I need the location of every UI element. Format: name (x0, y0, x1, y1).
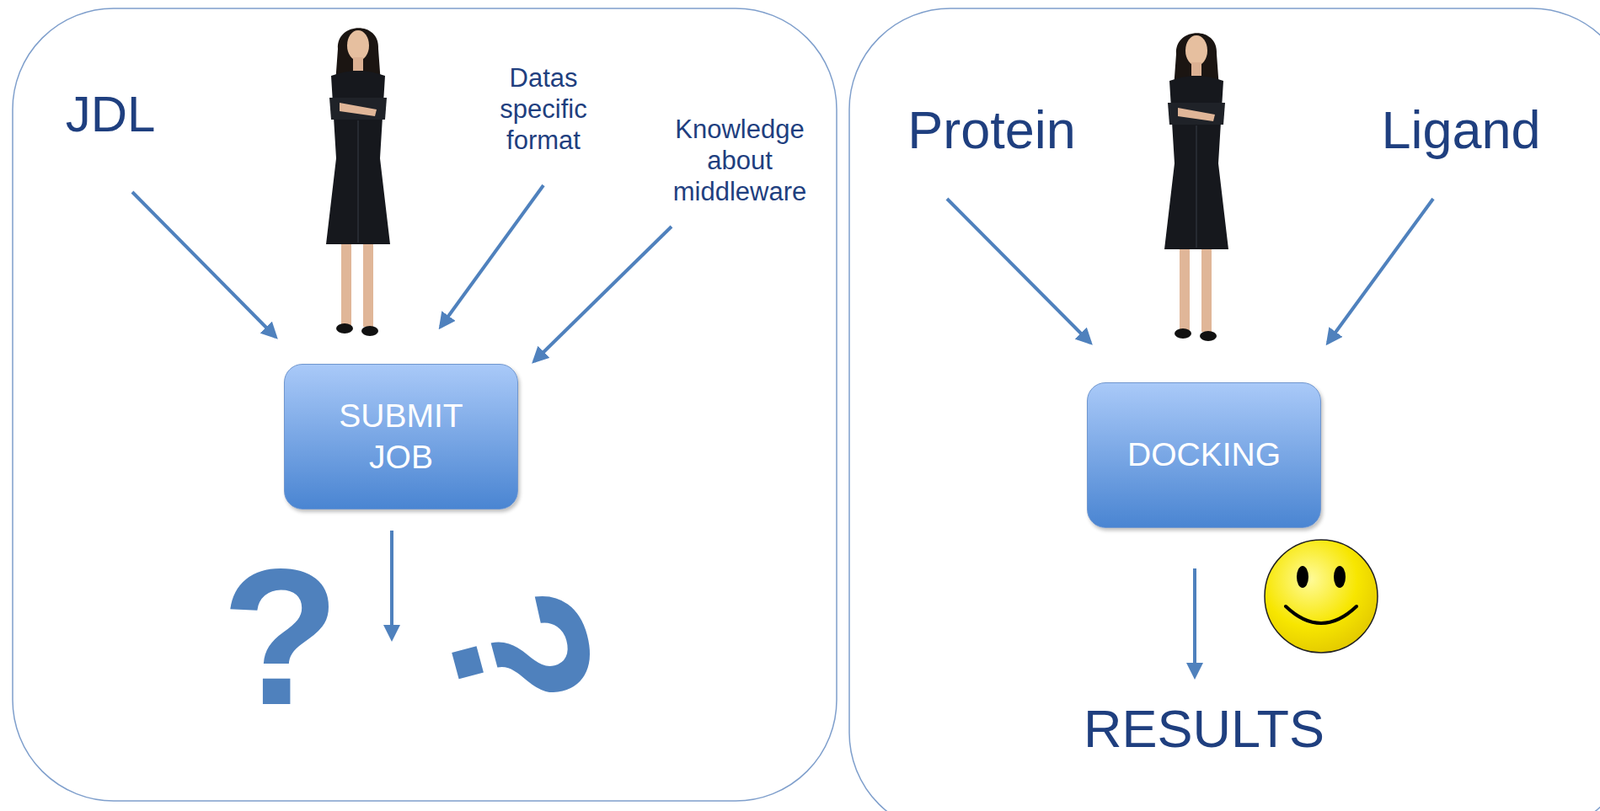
arrow (132, 192, 276, 338)
process-box: DOCKING (1086, 382, 1322, 529)
arrow (947, 198, 1091, 343)
right-panel (849, 8, 1600, 811)
input-label: Knowledge about middleware (655, 113, 825, 209)
arrow (1327, 198, 1434, 343)
question-mark: ? (412, 570, 631, 735)
woman-figure (1164, 32, 1229, 342)
input-label: JDL (65, 84, 156, 145)
woman-figure (326, 27, 391, 337)
left-panel (12, 8, 837, 802)
output-label: RESULTS (1083, 697, 1325, 762)
smiley (1264, 540, 1378, 653)
arrow (534, 226, 672, 362)
process-box: SUBMIT JOB (283, 363, 519, 510)
arrow (390, 530, 394, 639)
box-text: DOCKING (1127, 434, 1281, 477)
box-text: SUBMIT JOB (321, 395, 481, 479)
arrow (1193, 568, 1197, 677)
input-label: Datas specific format (471, 62, 616, 157)
input-label: Ligand (1380, 98, 1541, 163)
arrow (440, 185, 544, 327)
input-label: Protein (907, 98, 1076, 163)
question-mark: ? (221, 540, 341, 735)
